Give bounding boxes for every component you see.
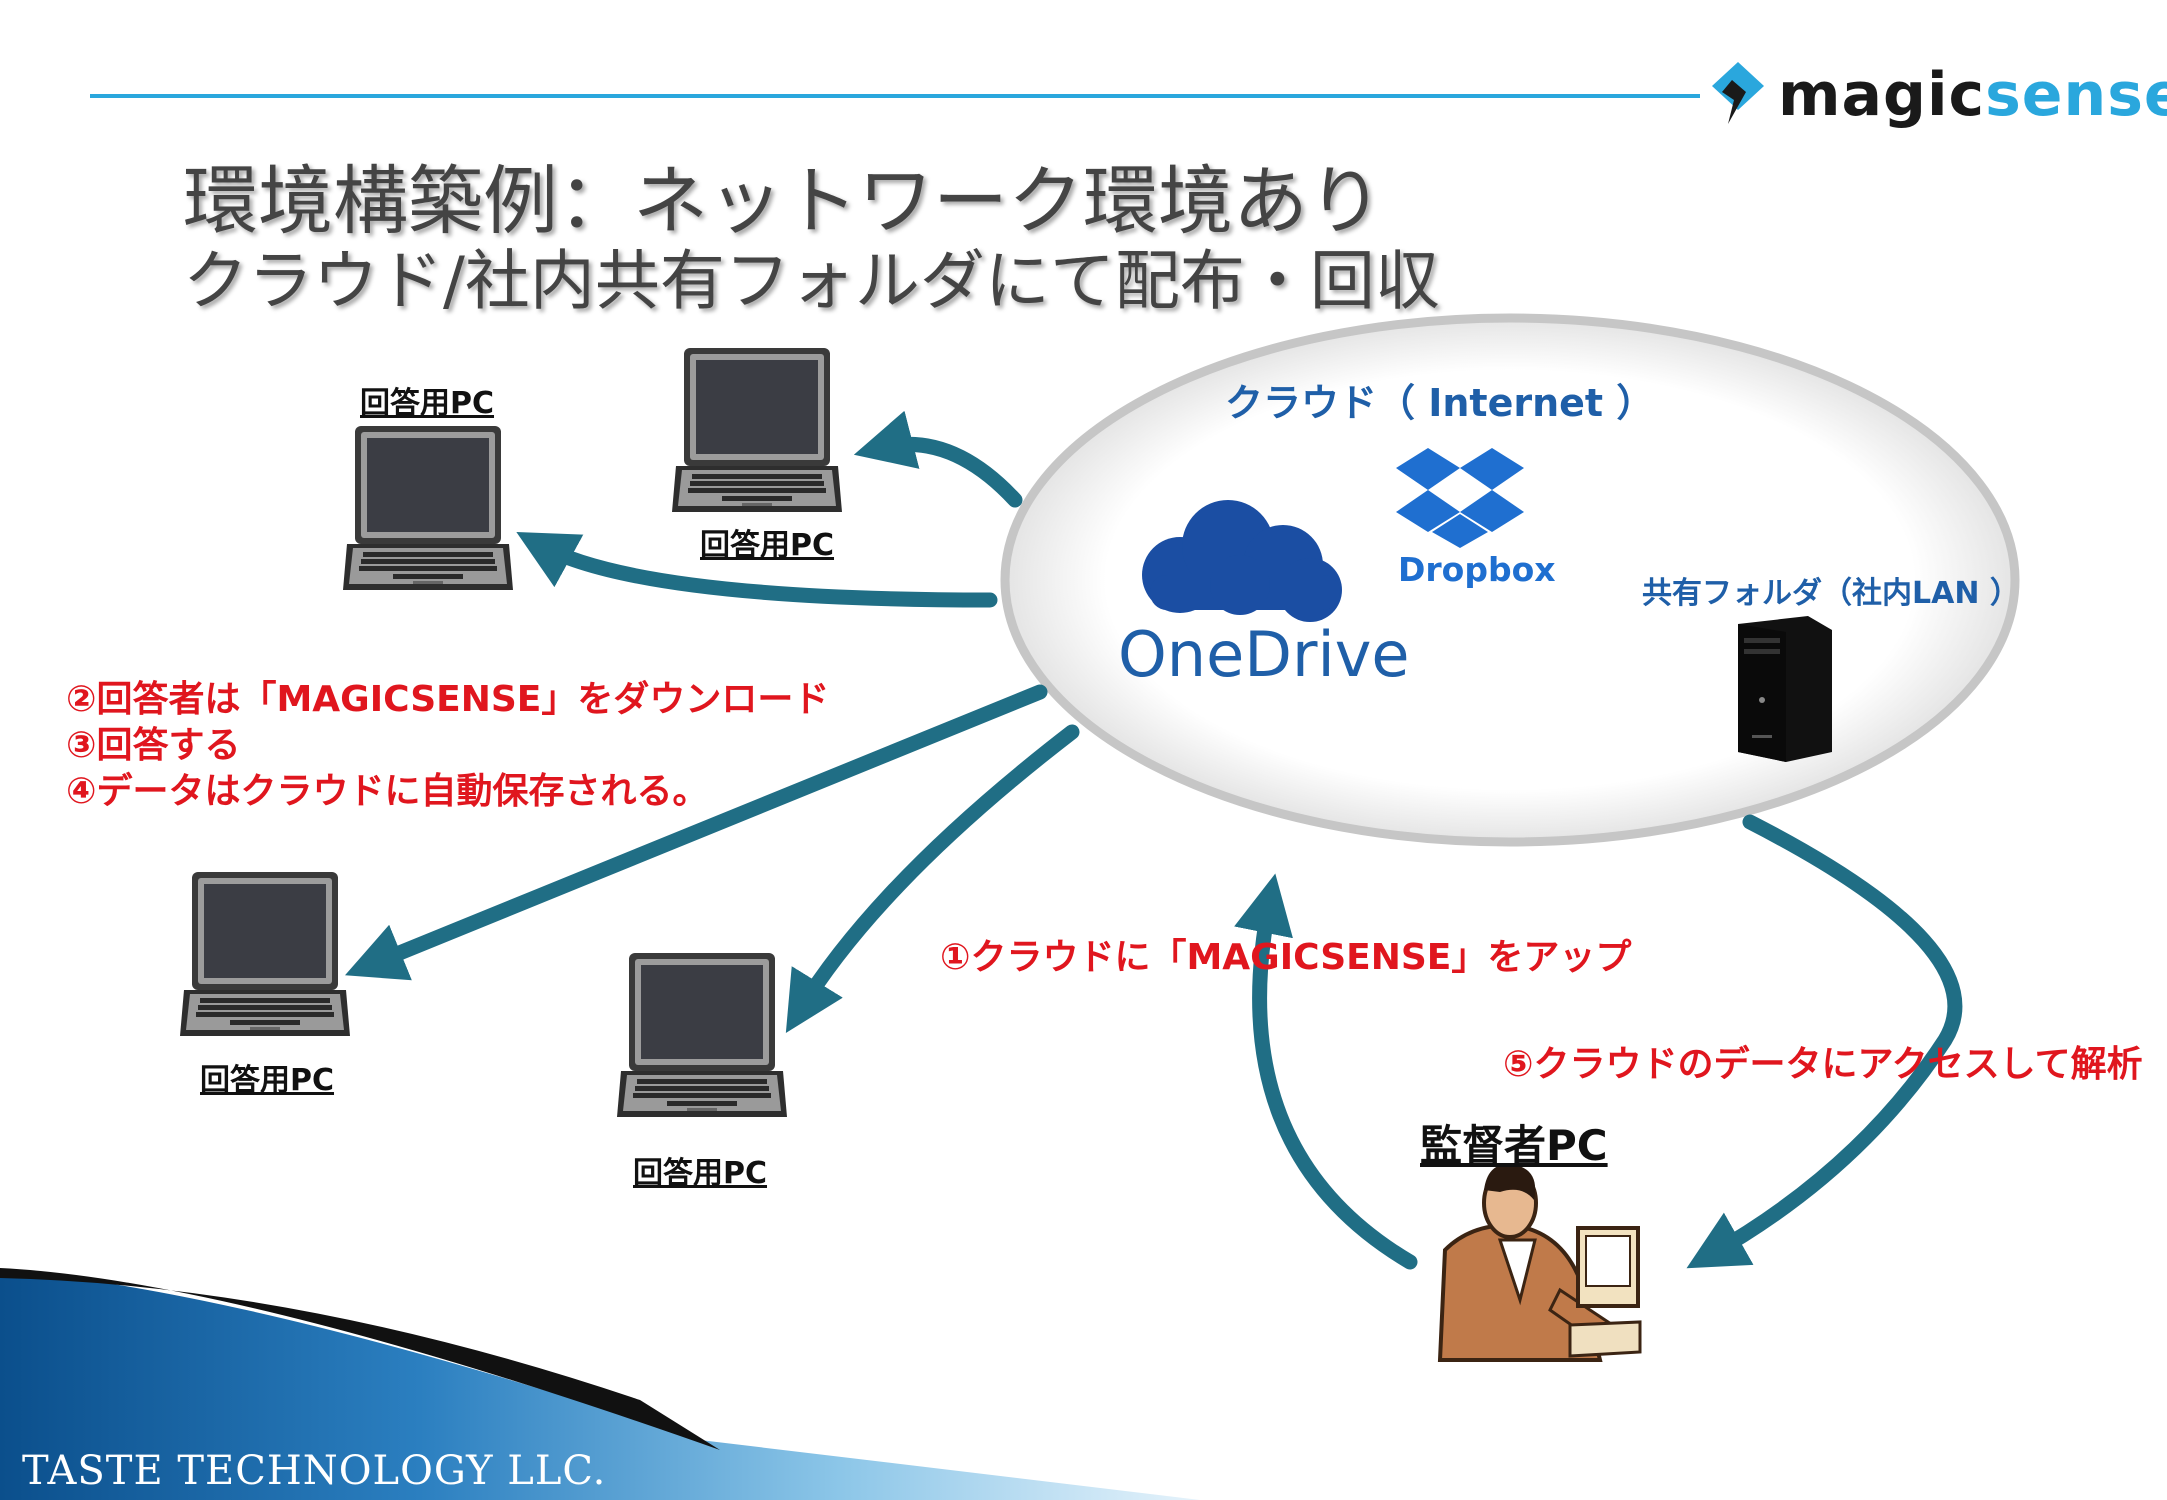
arrow-cloud-to-pc2 (853, 410, 1023, 508)
arrows (345, 410, 1963, 1270)
laptop-pc4 (617, 953, 787, 1117)
footer-band (0, 1270, 1200, 1500)
step1-text: ①クラウドに「MAGICSENSE」をアップ (940, 937, 1632, 978)
logo-sense: sense (1985, 60, 2167, 130)
company-name: TASTE TECHNOLOGY LLC. (22, 1448, 607, 1494)
dropbox-label: Dropbox (1398, 550, 1556, 589)
page-subtitle: クラウド/社内共有フォルダにて配布・回収 (183, 244, 1440, 319)
magicsense-logo: magicsense (1702, 58, 2167, 132)
step5-text: ⑤クラウドのデータにアクセスして解析 (1503, 1044, 2143, 1085)
dropbox-icon (1396, 448, 1524, 548)
server-icon (1738, 616, 1832, 762)
header-divider (90, 94, 1700, 98)
arrow-supervisor-to-cloud (1234, 873, 1418, 1270)
onedrive-icon (1142, 500, 1342, 622)
arrow-cloud-to-pc3 (345, 684, 1048, 981)
step4-text: ④データはクラウドに自動保存される。 (66, 771, 709, 812)
step3-text: ③回答する (66, 725, 241, 766)
cloud-title: クラウド（ Internet ） (1225, 381, 1655, 425)
magicsense-logo-mark (1712, 62, 1764, 124)
step2-text: ②回答者は「MAGICSENSE」をダウンロード (66, 679, 830, 720)
pc1-label: 回答用PC (360, 386, 495, 421)
share-folder-label: 共有フォルダ（社内LAN ） (1642, 576, 2020, 611)
laptop-pc3 (180, 872, 350, 1036)
laptop-pc2 (672, 348, 842, 512)
pc2-label: 回答用PC (700, 528, 835, 563)
arrow-cloud-to-supervisor (1686, 814, 1963, 1269)
logo-magic: magic (1778, 60, 1986, 130)
laptop-pc1 (343, 426, 513, 590)
pc3-label: 回答用PC (200, 1063, 335, 1098)
onedrive-label: OneDrive (1118, 618, 1410, 691)
supervisor-icon (1437, 1164, 1642, 1362)
supervisor-label: 監督者PC (1420, 1121, 1608, 1170)
page-title: 環境構築例：ネットワーク環境あり (183, 157, 1384, 245)
arrow-cloud-to-pc1 (516, 532, 998, 608)
arrow-cloud-to-pc4 (785, 724, 1080, 1033)
logo-wordmark: magicsense (1778, 60, 2167, 130)
pc4-label: 回答用PC (633, 1156, 768, 1191)
